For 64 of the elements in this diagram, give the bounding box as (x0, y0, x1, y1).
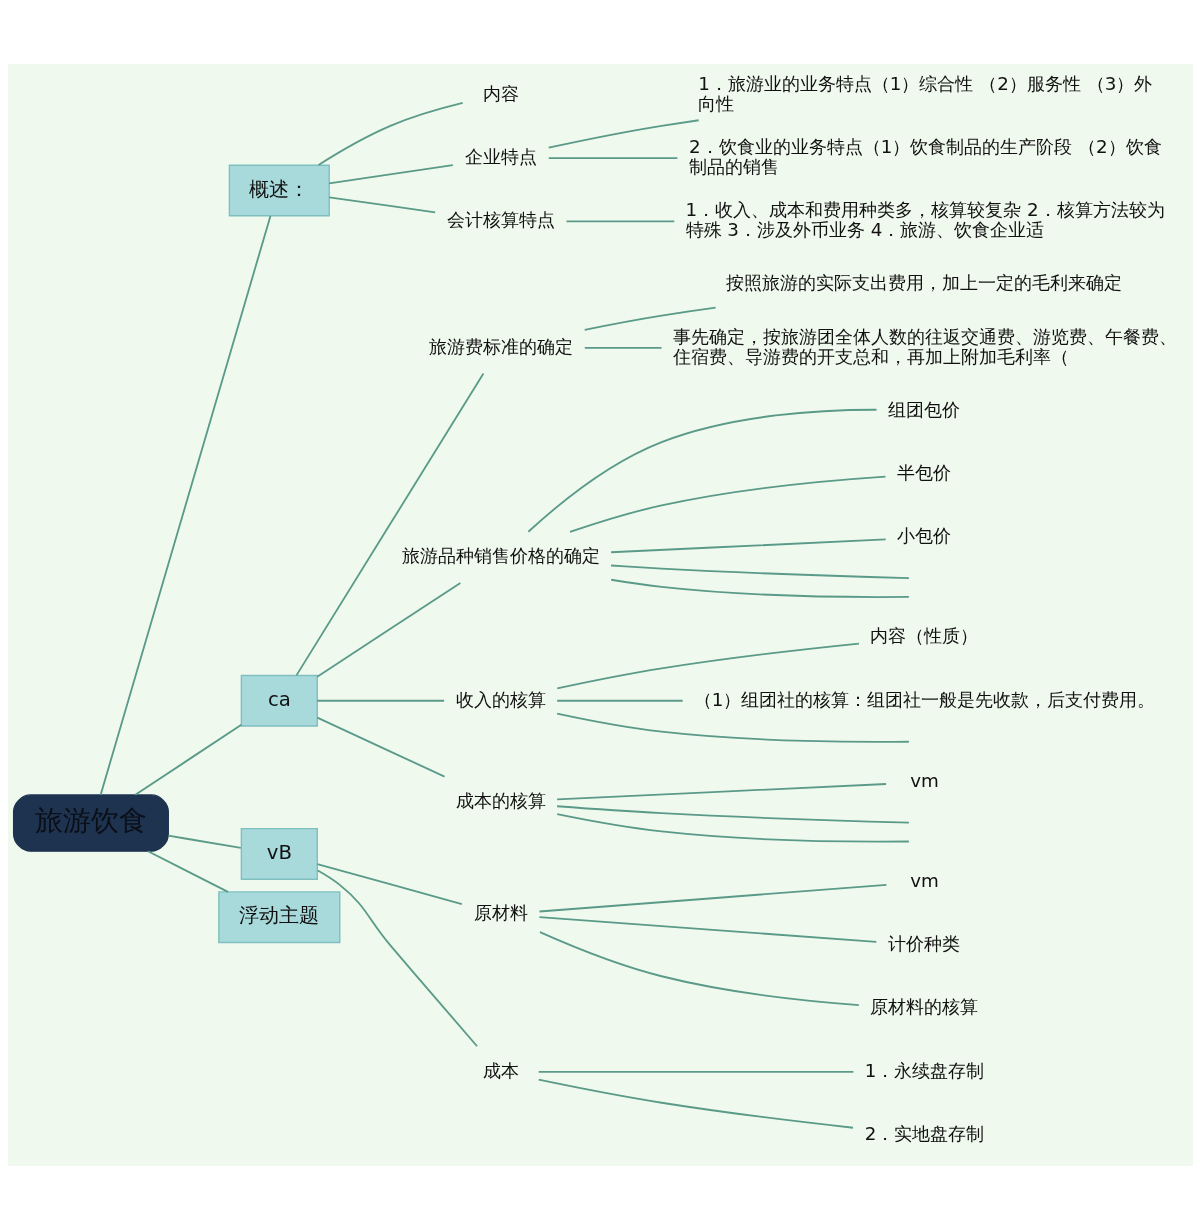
connector (583, 346, 663, 349)
connector (556, 782, 887, 800)
connector (547, 118, 700, 149)
connector (556, 804, 910, 824)
node-text: 事先确定，按旅游团全体人数的往返交通费、游览费、午餐费、住宿费、导游费的开支总和，再加上附加毛利率（ (672, 325, 1177, 367)
node-text: 内容（性质） (870, 624, 979, 646)
node-text: 收入的核算 (455, 688, 546, 710)
node-text: 半包价 (897, 461, 952, 483)
node-text: 小包价 (897, 524, 952, 546)
node-box: 概述： (228, 164, 330, 216)
node-text: （1）组团社的核算：组团社一般是先收款，后支付费用。 (693, 688, 1156, 710)
connector (610, 538, 887, 553)
connector (569, 475, 887, 533)
node-text: 原材料的核算 (870, 995, 979, 1017)
connector (316, 716, 446, 777)
connector (328, 195, 437, 213)
connector (556, 712, 910, 743)
node-text: 1．收入、成本和费用种类多，核算较复杂 2．核算方法较为特殊 3．涉及外币业务 4．旅游、饮食企业适 (685, 198, 1165, 240)
node-text: 2．实地盘存制 (864, 1122, 985, 1144)
node-text: 成本的核算 (455, 789, 546, 811)
connector (565, 220, 676, 222)
node-text: vm (910, 769, 939, 791)
connector (147, 849, 229, 893)
connector (527, 408, 878, 533)
connector (556, 699, 684, 702)
connector (295, 372, 485, 676)
connector (167, 834, 242, 849)
connector (556, 642, 860, 689)
node-box: 旅游饮食 (12, 793, 169, 852)
node-text: 计价种类 (888, 932, 961, 954)
node-text: 企业特点 (464, 145, 537, 167)
node-text: vm (910, 869, 939, 891)
node-text: 1．旅游业的业务特点（1）综合性 （2）服务性 （3）外向性 (698, 72, 1153, 114)
connector (610, 578, 910, 598)
connector (547, 156, 679, 159)
node-text: 2．饮食业的业务特点（1）饮食制品的生产阶段 （2）饮食制品的销售 (689, 135, 1162, 177)
node-text: 内容 (482, 82, 519, 104)
connector (537, 1070, 855, 1073)
connector (610, 564, 910, 579)
connector (317, 101, 464, 166)
connector (316, 862, 463, 905)
connector (316, 581, 462, 678)
node-text: 组团包价 (888, 398, 961, 420)
node-text: 1．永续盘存制 (864, 1059, 985, 1081)
connector (316, 699, 446, 702)
node-text: 成本 (482, 1059, 519, 1081)
node-text: 原材料 (473, 901, 528, 923)
node-box: vB (240, 827, 318, 880)
connector (99, 214, 272, 796)
connector (556, 812, 910, 842)
node-text: 旅游品种销售价格的确定 (401, 544, 600, 566)
connector (583, 306, 717, 331)
node-text: 按照旅游的实际支出费用，加上一定的毛利来确定 (726, 271, 1123, 293)
connector (538, 883, 888, 912)
connector (328, 163, 454, 184)
connector (316, 869, 478, 1047)
connector (539, 930, 860, 1006)
connector (134, 723, 243, 796)
node-box: 浮动主题 (218, 890, 341, 943)
node-text: 会计核算特点 (446, 208, 555, 230)
node-box: ca (240, 674, 318, 727)
connector (537, 1078, 854, 1129)
connector (538, 915, 878, 943)
node-text: 旅游费标准的确定 (428, 335, 573, 357)
